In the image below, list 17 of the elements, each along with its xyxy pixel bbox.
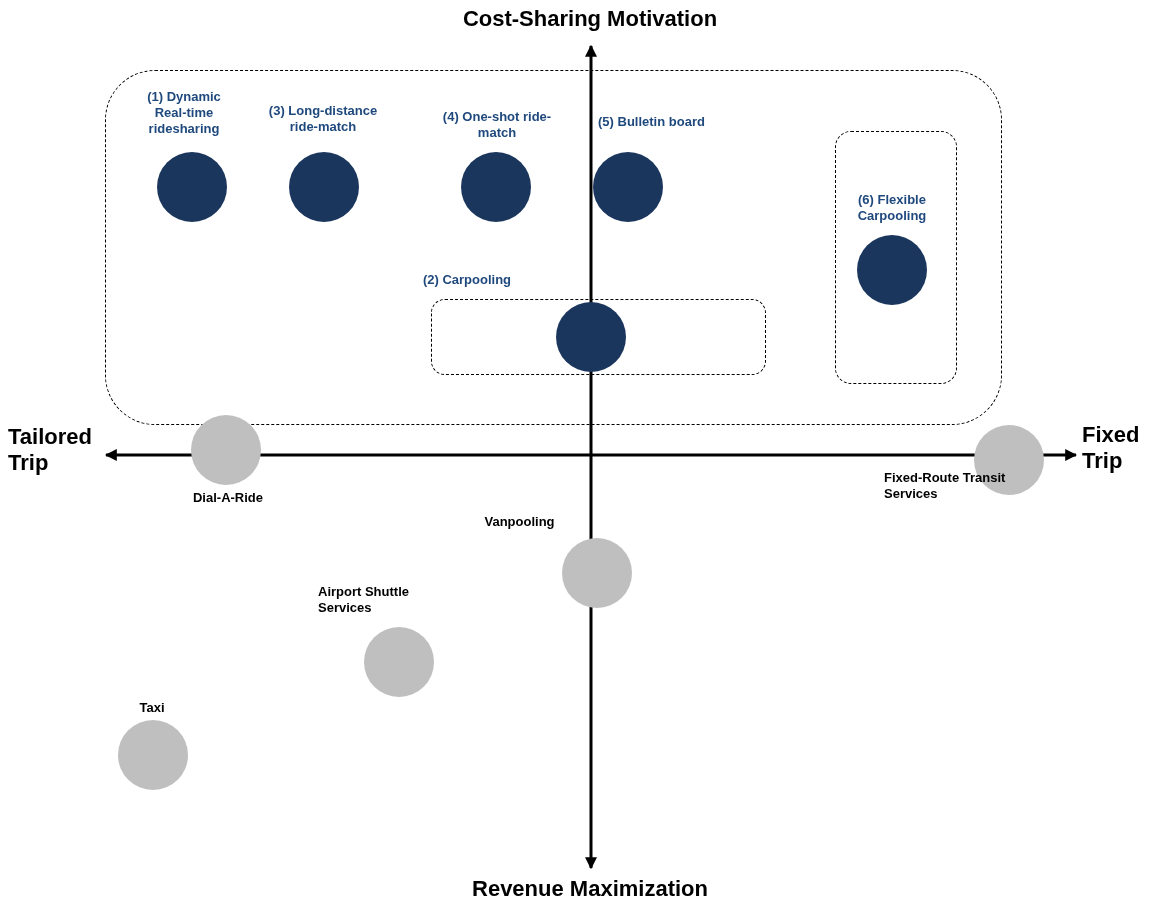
point-label: Vanpooling [483, 514, 556, 530]
point-label: (1) Dynamic Real-time ridesharing [146, 89, 222, 137]
point-label: Fixed-Route Transit Services [884, 470, 1007, 502]
axis-label: Tailored Trip [8, 424, 93, 476]
axis-label: Fixed Trip [1082, 422, 1141, 474]
axis-label: Cost-Sharing Motivation [461, 6, 719, 32]
dashed-region [105, 70, 1002, 425]
point-label: Airport Shuttle Services [318, 584, 410, 616]
point-label: Taxi [138, 700, 166, 716]
point-label: (4) One-shot ride-match [442, 109, 552, 141]
dashed-region [835, 131, 957, 384]
axis-label: Revenue Maximization [471, 876, 709, 902]
point-label: Dial-A-Ride [191, 490, 265, 506]
point-label: (3) Long-distance ride-match [267, 103, 379, 135]
point-label: (6) Flexible Carpooling [856, 192, 928, 224]
point-label: (2) Carpooling [421, 272, 513, 288]
point-label: (5) Bulletin board [598, 114, 706, 130]
